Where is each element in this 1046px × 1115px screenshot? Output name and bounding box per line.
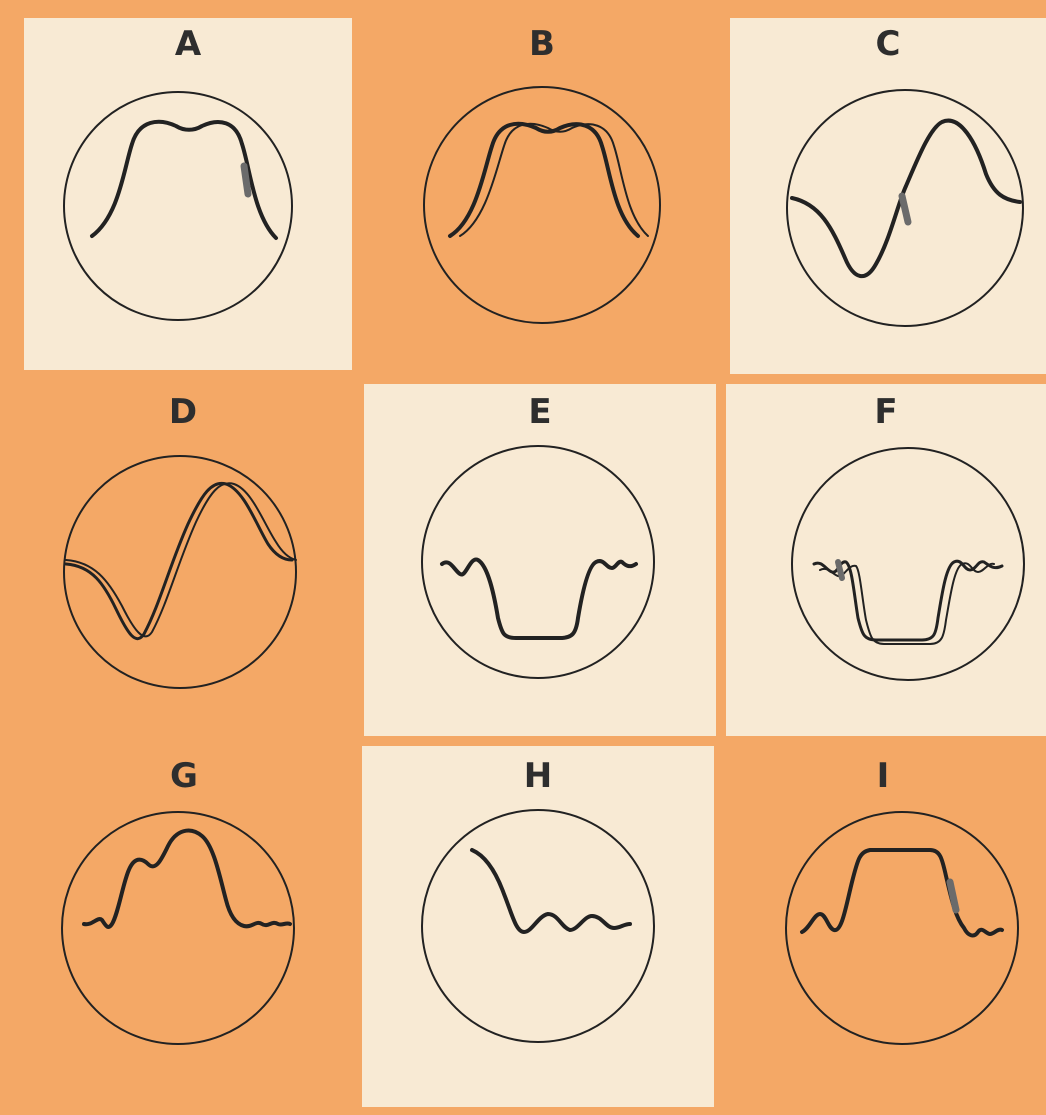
oscilloscope-display — [362, 746, 714, 1107]
scope-circle — [786, 812, 1018, 1044]
scope-circle — [62, 812, 294, 1044]
scope-circle — [424, 87, 660, 323]
panel-f: F — [726, 384, 1046, 736]
waveform-trace-echo — [460, 124, 648, 236]
oscilloscope-display — [364, 384, 716, 736]
oscilloscope-display — [726, 384, 1046, 736]
oscilloscope-display — [12, 384, 354, 734]
panel-i: I — [720, 746, 1046, 1115]
oscilloscope-display — [356, 0, 728, 380]
trace-blur-mark — [902, 196, 908, 222]
waveform-trace — [442, 560, 636, 638]
oscilloscope-display — [24, 18, 352, 370]
waveform-trace-echo — [66, 483, 296, 636]
panel-a: A — [24, 18, 352, 370]
oscilloscope-display — [730, 18, 1046, 374]
trace-blur-mark — [244, 166, 248, 194]
panel-e: E — [364, 384, 716, 736]
trace-blur-mark — [838, 562, 842, 578]
panel-h: H — [362, 746, 714, 1107]
panel-d: D — [12, 384, 354, 734]
trace-blur-mark — [950, 882, 956, 910]
oscilloscope-display — [720, 746, 1046, 1115]
waveform-trace — [450, 124, 638, 236]
panel-g: G — [12, 748, 356, 1115]
waveform-trace — [66, 483, 292, 638]
waveform-trace-echo — [820, 563, 994, 644]
oscilloscope-display — [12, 748, 356, 1115]
panel-c: C — [730, 18, 1046, 374]
waveform-trace — [472, 850, 630, 932]
waveform-trace — [802, 850, 1002, 935]
scope-circle — [64, 456, 296, 688]
panel-b: B — [356, 0, 728, 380]
